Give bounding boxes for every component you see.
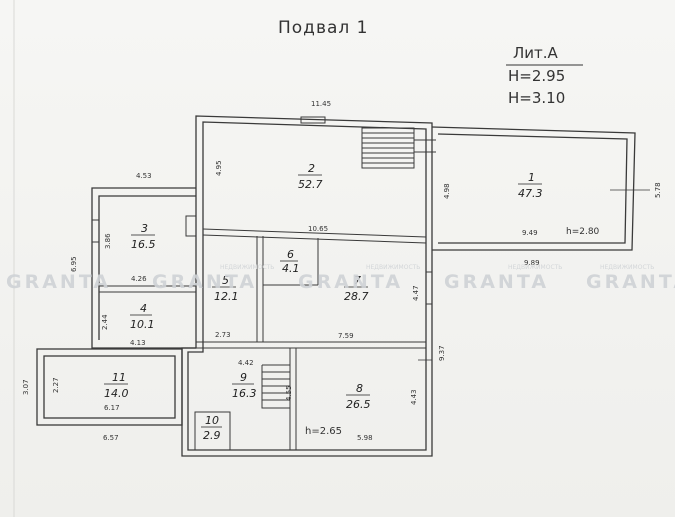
staircase-bottom [261, 364, 290, 409]
dim-4-43: 4.43 [410, 389, 418, 405]
room-1: 1 47.3 [518, 171, 543, 200]
room-10-number: 10 [205, 414, 219, 427]
dim-4-95: 4.95 [215, 160, 223, 176]
room-5-number: 5 [222, 274, 229, 287]
dim-4-42: 4.42 [238, 359, 254, 367]
room-11: 11 14.0 [104, 371, 129, 400]
dim-10-65: 10.65 [308, 225, 328, 233]
room-10-area: 2.9 [203, 429, 221, 442]
watermark-5: GRANTA [586, 271, 675, 293]
room-11-inner [43, 355, 176, 419]
dimension-ticks [418, 189, 650, 361]
room-5: 5 12.1 [212, 274, 239, 303]
dim-9-89: 9.89 [524, 259, 540, 267]
watermark-3: GRANTA [298, 271, 403, 293]
dim-3-86: 3.86 [104, 233, 112, 249]
watermark-2: GRANTA [152, 271, 257, 293]
dim-6-57: 6.57 [103, 434, 119, 442]
height-1: H=2.95 [508, 67, 565, 85]
watermark-sub-1: НЕДВИЖИМОСТЬ [220, 264, 274, 271]
room-1-area: 47.3 [518, 187, 543, 200]
room-8: 8 26.5 [346, 382, 371, 411]
dim-4-55: 4.55 [285, 385, 293, 401]
dim-2-27: 2.27 [52, 377, 60, 393]
room-2-number: 2 [308, 162, 315, 175]
room-9: 9 16.3 [232, 371, 257, 400]
room-11-area: 14.0 [104, 387, 129, 400]
room-3-area: 16.5 [131, 238, 156, 251]
room-6: 6 4.1 [280, 248, 300, 275]
windows [91, 116, 433, 305]
room-3: 3 16.5 [131, 222, 156, 251]
room-7-number: 7 [354, 274, 361, 287]
dim-7-59: 7.59 [338, 332, 354, 340]
dim-4-98: 4.98 [443, 183, 451, 199]
height-room-8: h=2.65 [305, 426, 342, 437]
room-10: 10 2.9 [201, 414, 222, 442]
room-1-number: 1 [528, 171, 535, 184]
dim-5-98: 5.98 [357, 434, 373, 442]
staircase-top [361, 127, 436, 169]
dim-4-47: 4.47 [412, 285, 420, 301]
height-room-1: h=2.80 [566, 227, 600, 237]
room-10-walls [194, 411, 231, 451]
room-9-area: 16.3 [232, 387, 257, 400]
dimensions: 11.45 4.53 4.95 4.98 5.78 9.49 h=2.80 9.… [22, 100, 662, 442]
height-2: H=3.10 [508, 89, 565, 107]
room-9-number: 9 [240, 371, 247, 384]
room-8-number: 8 [356, 382, 363, 395]
dim-4-53: 4.53 [136, 172, 152, 180]
dim-2-73: 2.73 [215, 331, 231, 339]
wall-2-7 [202, 228, 427, 238]
dim-9-49: 9.49 [522, 229, 538, 237]
watermark-1: GRANTA [6, 271, 111, 293]
watermark: GRANTA GRANTA GRANTA GRANTA GRANTA НЕДВИ… [6, 264, 675, 293]
dim-5-78: 5.78 [654, 182, 662, 198]
room-3-number: 3 [141, 222, 148, 235]
room-2-area: 52.7 [298, 178, 323, 191]
room-5-area: 12.1 [214, 290, 239, 303]
dim-6-95: 6.95 [70, 256, 78, 272]
dim-9-37: 9.37 [438, 345, 446, 361]
wing-room-1-outline [431, 126, 636, 251]
room-6-number: 6 [287, 248, 294, 261]
watermark-4: GRANTA [444, 271, 549, 293]
dim-4-26: 4.26 [131, 275, 147, 283]
wall-2-7-b [202, 234, 427, 244]
main-block-inner-outline [187, 121, 427, 451]
room-11-number: 11 [112, 371, 126, 384]
dim-11-45: 11.45 [311, 100, 331, 108]
watermark-sub-2: НЕДВИЖИМОСТЬ [366, 264, 420, 271]
room-11-outline [36, 348, 183, 426]
dim-3-07: 3.07 [22, 379, 30, 395]
room-7-area: 28.7 [344, 290, 369, 303]
watermark-sub-3: НЕДВИЖИМОСТЬ [508, 264, 562, 271]
room-4: 4 10.1 [130, 302, 155, 331]
dim-4-13: 4.13 [130, 339, 146, 347]
room-6-area: 4.1 [282, 262, 300, 275]
lit-label: Лит.А [513, 44, 559, 62]
room-4-number: 4 [140, 302, 147, 315]
dim-6-17: 6.17 [104, 404, 120, 412]
wing-room-1-inner [437, 133, 628, 244]
plan-title: Подвал 1 [278, 18, 368, 38]
watermark-sub-4: НЕДВИЖИМОСТЬ [600, 264, 654, 271]
room-8-area: 26.5 [346, 398, 371, 411]
room-2: 2 52.7 [298, 162, 323, 191]
room-7: 7 28.7 [344, 274, 369, 303]
room-4-area: 10.1 [130, 318, 155, 331]
left-wing-outline [91, 187, 196, 349]
dim-2-44: 2.44 [101, 314, 109, 330]
